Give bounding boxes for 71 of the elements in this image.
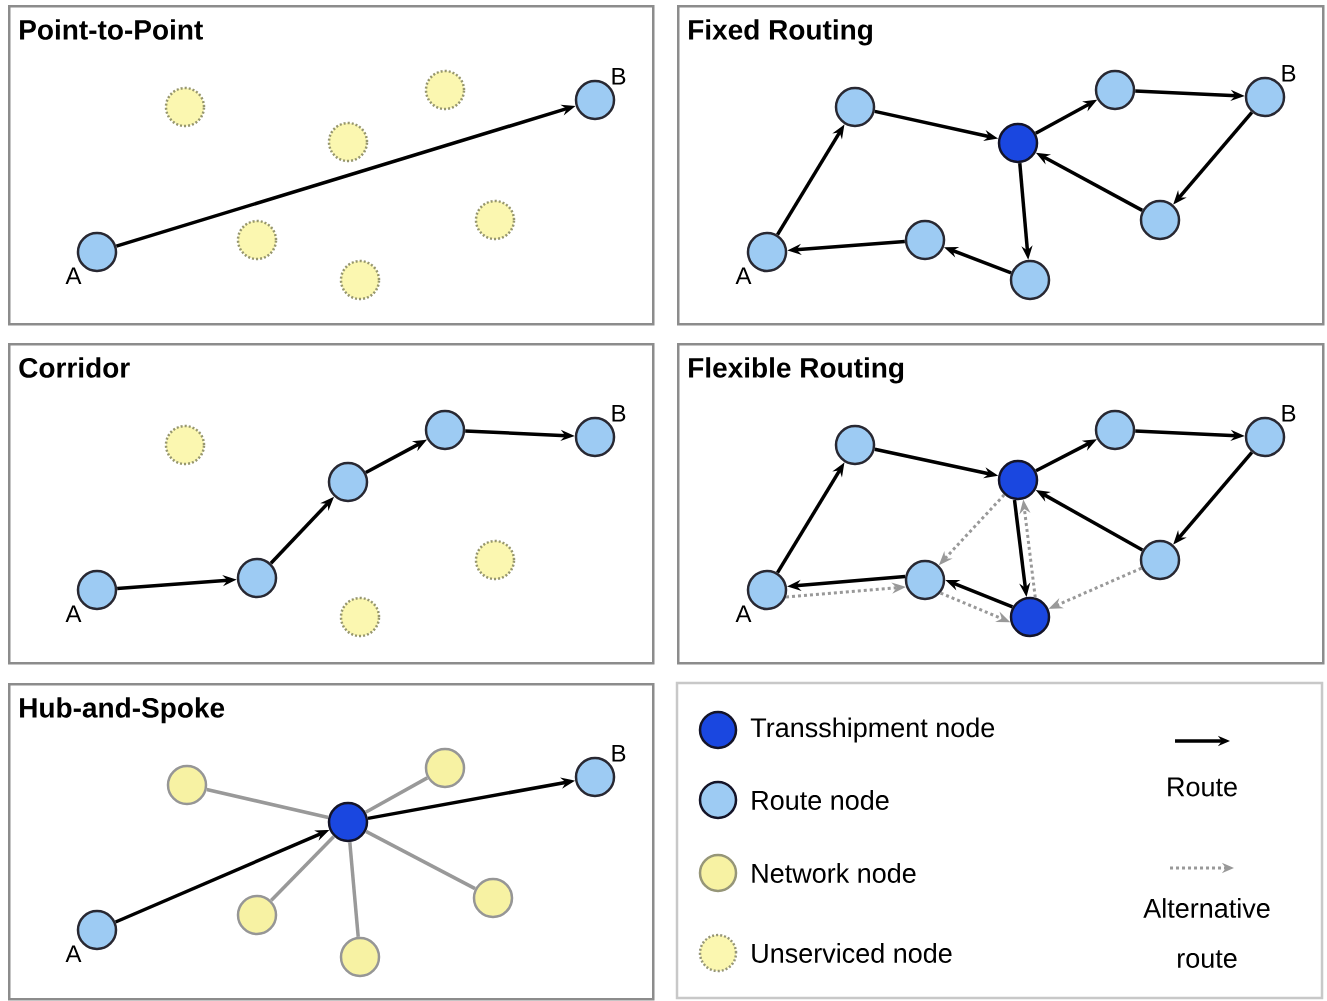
network-node <box>339 936 381 978</box>
endpoint-label: A <box>735 605 752 623</box>
route-node <box>834 424 876 466</box>
legend-text: Alternative route <box>1143 898 1270 968</box>
unserviced-node <box>327 121 369 163</box>
legend-text: Route <box>1168 777 1237 797</box>
legend-text: Route node <box>752 790 889 810</box>
panel-box <box>8 5 655 326</box>
endpoint-label: B <box>612 67 626 85</box>
unserviced-node <box>474 539 516 581</box>
transshipment-node <box>997 122 1039 164</box>
connector-line <box>364 776 429 814</box>
route-node <box>1244 404 1296 458</box>
panel-box <box>677 343 1325 665</box>
route-node <box>904 559 946 601</box>
panel-title: Fixed Routing <box>689 19 872 46</box>
unserviced-node <box>424 69 466 111</box>
transshipment-node <box>1009 596 1051 638</box>
legend-text: Unserviced node <box>752 943 952 963</box>
route-node <box>574 745 626 798</box>
route-node <box>424 409 466 451</box>
route-node <box>1094 409 1136 451</box>
panel-title: Point-to-Point <box>20 19 203 40</box>
connector-line <box>348 842 360 937</box>
endpoint-label: B <box>1282 404 1296 422</box>
route-node <box>834 86 876 128</box>
route-node <box>574 67 626 121</box>
route-node <box>65 569 118 623</box>
panel-title: Flexible Routing <box>689 357 904 384</box>
route-node <box>327 461 369 503</box>
network-node <box>472 877 514 919</box>
connector-line <box>269 835 336 902</box>
panel-box <box>8 683 655 1001</box>
route-node <box>65 909 118 963</box>
endpoint-label: A <box>65 605 82 623</box>
route-node <box>1244 64 1296 118</box>
panel-title: Hub-and-Spoke <box>20 697 225 724</box>
endpoint-label: A <box>65 267 82 285</box>
endpoint-label: A <box>735 267 752 285</box>
route-node <box>1139 539 1181 581</box>
unserviced-node <box>164 424 206 466</box>
endpoint-label: B <box>1282 64 1296 82</box>
unserviced-node <box>339 259 381 301</box>
connector-line <box>365 829 476 891</box>
unserviced-node <box>474 199 516 241</box>
unserviced-node <box>236 219 278 261</box>
route-node <box>65 231 118 285</box>
connector-line <box>206 787 329 820</box>
panel-box <box>8 343 655 665</box>
route-node <box>236 557 278 599</box>
network-node <box>424 747 466 789</box>
legend-text: Network node <box>752 863 916 883</box>
route-node <box>574 404 626 458</box>
route-node <box>1009 259 1051 301</box>
route-node <box>735 231 788 285</box>
panel-title: Corridor <box>19 357 130 378</box>
endpoint-label: B <box>612 745 626 762</box>
legend-text: Transshipment node <box>750 717 995 743</box>
unserviced-node <box>339 596 381 638</box>
panel-box <box>677 5 1325 326</box>
network-node <box>236 894 278 936</box>
transshipment-node <box>997 459 1039 501</box>
endpoint-label: A <box>65 945 82 963</box>
route-node <box>735 569 788 623</box>
unserviced-node <box>164 86 206 128</box>
network-node <box>166 764 208 806</box>
endpoint-label: B <box>612 404 626 422</box>
route-node <box>1094 69 1136 111</box>
route-node <box>1139 199 1181 241</box>
route-node <box>904 219 946 261</box>
transshipment-node <box>327 801 369 843</box>
